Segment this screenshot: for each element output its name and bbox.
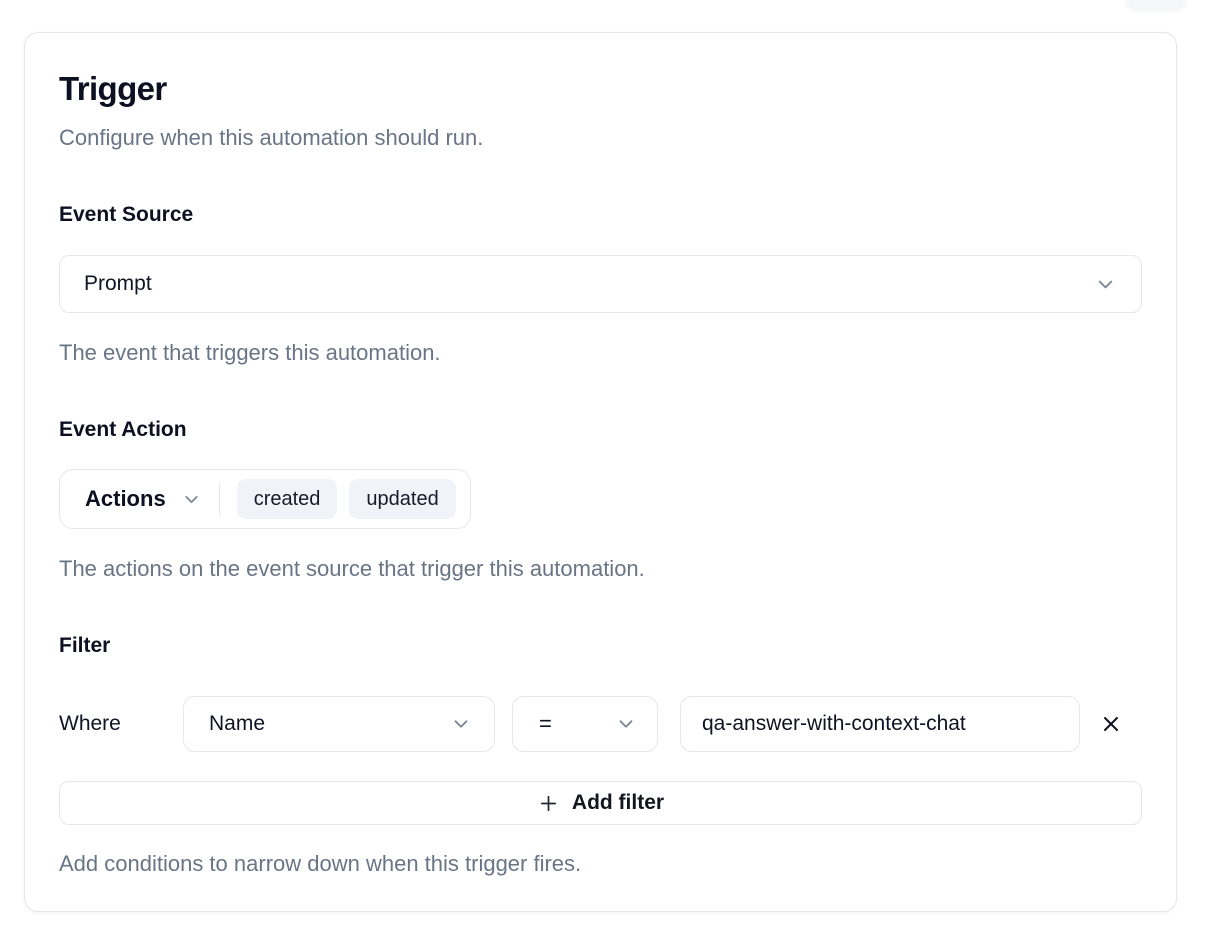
event-source-help: The event that triggers this automation. (59, 340, 441, 365)
event-source-label: Event Source (59, 203, 194, 226)
filter-field-value: Name (209, 712, 266, 735)
event-source-value: Prompt (84, 272, 152, 295)
close-icon (1104, 717, 1118, 731)
page-title: Trigger (59, 70, 167, 107)
filter-label: Filter (59, 634, 111, 657)
chevron-down-icon (185, 495, 198, 503)
plus-icon (540, 795, 556, 811)
where-label: Where (59, 712, 121, 735)
add-filter-label: Add filter (571, 791, 665, 814)
filter-field-select[interactable]: Name (183, 696, 495, 752)
vertical-divider (218, 483, 220, 515)
filter-help: Add conditions to narrow down when this … (59, 851, 582, 876)
chevron-down-icon (1098, 280, 1113, 288)
action-tag-created[interactable]: created (236, 479, 338, 519)
action-tag-updated[interactable]: updated (349, 479, 456, 519)
event-source-select[interactable]: Prompt (59, 255, 1142, 313)
partial-element-top-right (1126, 0, 1186, 12)
actions-dropdown-label: Actions (85, 486, 166, 511)
remove-filter-button[interactable] (1096, 709, 1126, 739)
chevron-down-icon (454, 720, 468, 728)
add-filter-button[interactable]: Add filter (59, 781, 1142, 825)
chevron-down-icon (619, 720, 633, 728)
filter-operator-select[interactable]: = (512, 696, 658, 752)
actions-dropdown-button[interactable]: Actions (85, 486, 202, 512)
trigger-card: Trigger Configure when this automation s… (24, 32, 1177, 912)
filter-row: Where Name = (59, 696, 1142, 752)
event-action-help: The actions on the event source that tri… (59, 556, 645, 581)
page-subtitle: Configure when this automation should ru… (59, 125, 484, 150)
event-action-control: Actions created updated (59, 469, 471, 529)
filter-value-input[interactable] (680, 696, 1080, 752)
event-action-label: Event Action (59, 418, 187, 441)
filter-operator-value: = (539, 711, 552, 736)
